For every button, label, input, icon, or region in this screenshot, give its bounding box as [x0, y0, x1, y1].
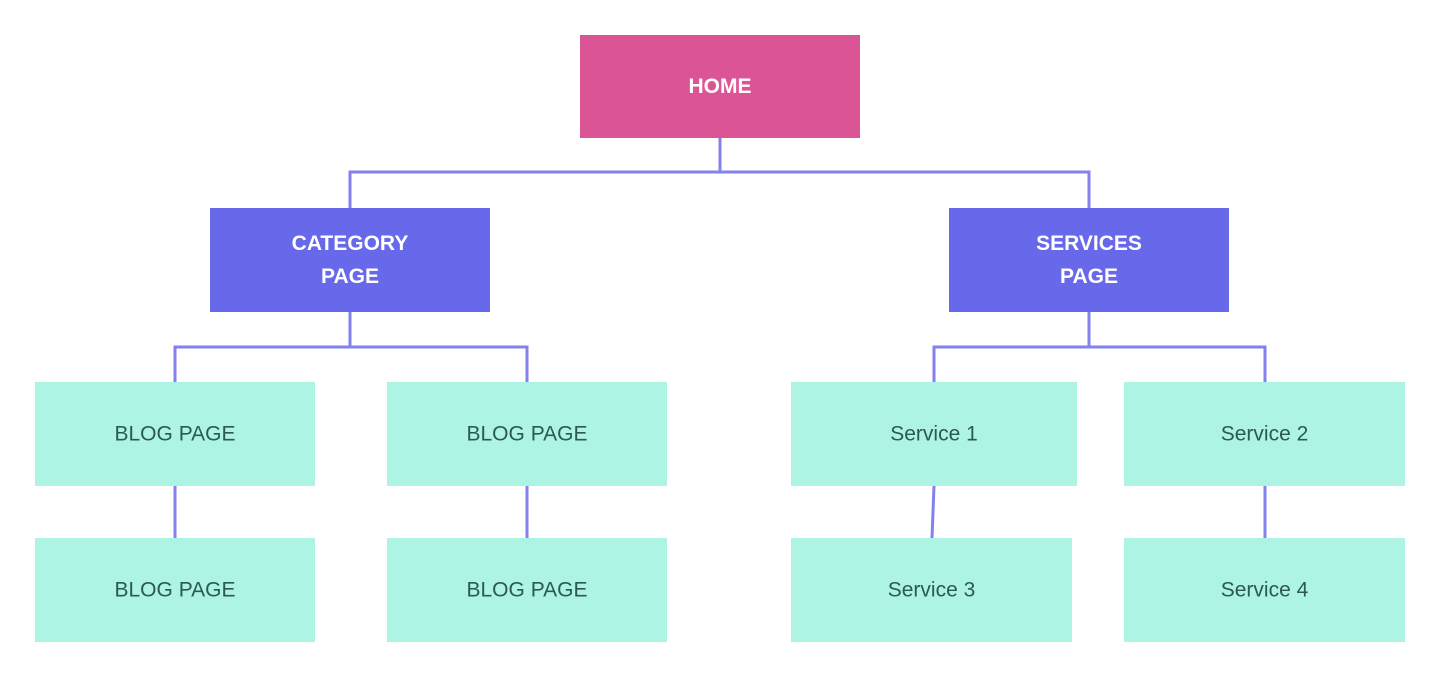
node-box-blog-1	[35, 382, 315, 486]
node-category: CATEGORY PAGE	[210, 208, 490, 312]
node-box-service-2	[1124, 382, 1405, 486]
node-home: HOME	[580, 35, 860, 138]
connectors	[173, 136, 1267, 540]
node-box-service-3	[791, 538, 1072, 642]
node-label-services-line-1: SERVICES	[1036, 232, 1142, 255]
node-service-2: Service 2	[1124, 382, 1405, 486]
node-label-service-3-line-1: Service 3	[888, 579, 976, 602]
node-blog-4: BLOG PAGE	[387, 538, 667, 642]
node-label-home-line-1: HOME	[689, 75, 752, 98]
node-label-service-2-line-1: Service 2	[1221, 423, 1309, 446]
connector-category-to-blogs	[173, 310, 529, 384]
node-service-4: Service 4	[1124, 538, 1405, 642]
connector-service-1-to-service-3	[930, 484, 936, 540]
nodes: HOME CATEGORY PAGE SERVICES PAGE BLOG PAGE BLO…	[35, 35, 1405, 642]
node-box-services	[949, 208, 1229, 312]
node-label-category-line-2: PAGE	[321, 265, 379, 288]
node-label-blog-4-line-1: BLOG PAGE	[467, 579, 588, 602]
node-services: SERVICES PAGE	[949, 208, 1229, 312]
connector-services-to-items	[932, 310, 1267, 384]
node-box-blog-2	[387, 382, 667, 486]
node-service-3: Service 3	[791, 538, 1072, 642]
node-box-service-1	[791, 382, 1077, 486]
node-box-service-4	[1124, 538, 1405, 642]
node-label-blog-1-line-1: BLOG PAGE	[115, 423, 236, 446]
node-blog-3: BLOG PAGE	[35, 538, 315, 642]
node-label-services-line-2: PAGE	[1060, 265, 1118, 288]
node-box-home	[580, 35, 860, 138]
node-label-service-4-line-1: Service 4	[1221, 579, 1309, 602]
node-label-service-1-line-1: Service 1	[890, 423, 978, 446]
node-blog-1: BLOG PAGE	[35, 382, 315, 486]
connector-home-to-sections	[348, 136, 1091, 210]
node-box-blog-3	[35, 538, 315, 642]
node-label-blog-3-line-1: BLOG PAGE	[115, 579, 236, 602]
node-blog-2: BLOG PAGE	[387, 382, 667, 486]
node-label-blog-2-line-1: BLOG PAGE	[467, 423, 588, 446]
node-box-blog-4	[387, 538, 667, 642]
node-service-1: Service 1	[791, 382, 1077, 486]
node-box-category	[210, 208, 490, 312]
node-label-category-line-1: CATEGORY	[292, 232, 409, 255]
